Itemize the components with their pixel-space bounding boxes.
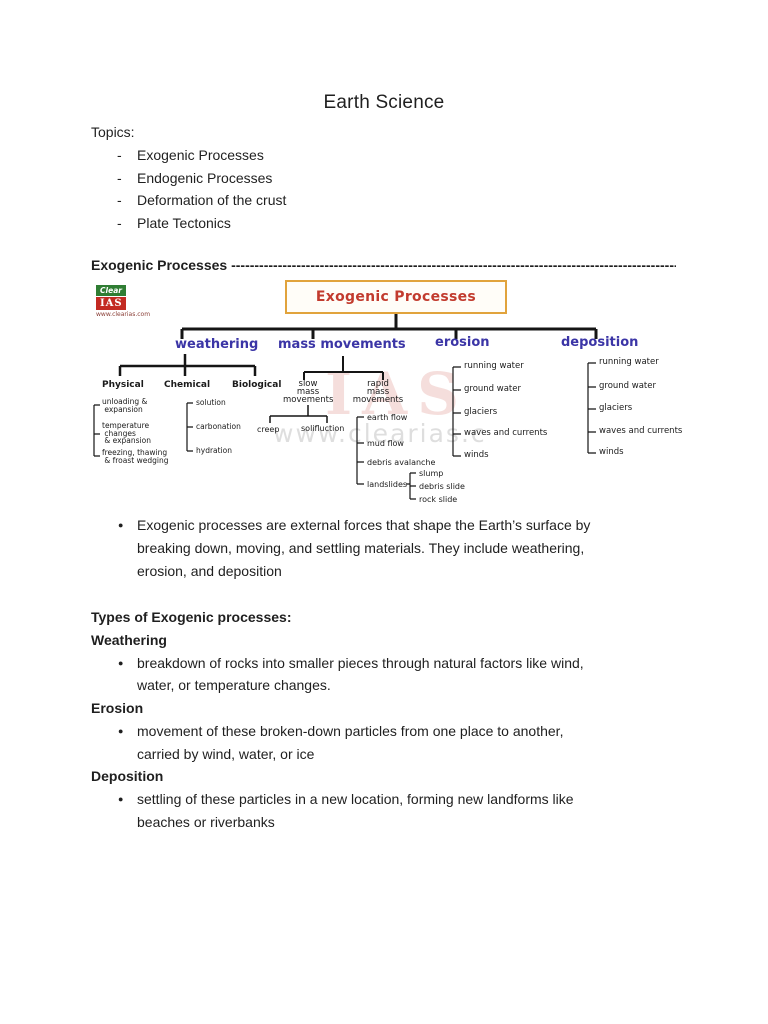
erosion-item: ground water [464, 384, 521, 394]
body-line: settling of these particles in a new loc… [137, 791, 574, 807]
topics-label: Topics: [91, 124, 135, 140]
section-heading-dashes: ----------------------------------------… [231, 257, 676, 273]
watermark-url: www.clearias.c [273, 419, 487, 448]
section-heading: Exogenic Processes ---------------------… [91, 257, 676, 273]
intro-bullet: ● Exogenic processes are external forces… [91, 514, 681, 583]
erosion-bullet: ● movement of these broken-down particle… [91, 720, 681, 766]
category-weathering: weathering [175, 337, 259, 352]
dash-bullet: - [117, 147, 122, 163]
physical-item: unloading & expansion [102, 397, 148, 414]
list-item: - Exogenic Processes [91, 144, 591, 167]
topic-label: Plate Tectonics [137, 214, 231, 231]
body-line: water, or temperature changes. [137, 677, 331, 694]
slow-mass-split-lines [269, 405, 328, 423]
logo-clear-badge: Clear [96, 285, 126, 296]
chemical-item: hydration [196, 446, 232, 455]
dash-bullet: - [117, 169, 122, 186]
bullet-dot: ● [118, 725, 124, 736]
rapid-item: debris avalanche [367, 458, 436, 467]
physical-bracket-lines [93, 404, 100, 457]
term-weathering: Weathering [91, 631, 167, 648]
category-deposition: deposition [561, 335, 639, 350]
landslides-item: rock slide [419, 495, 458, 504]
topics-list: - Exogenic Processes - Endogenic Process… [91, 144, 591, 234]
topic-label: Exogenic Processes [137, 147, 264, 163]
list-item: - Plate Tectonics [91, 212, 591, 235]
erosion-item: waves and currents [464, 428, 548, 438]
deposition-item: running water [599, 357, 659, 367]
topic-label: Endogenic Processes [137, 169, 273, 186]
page-title: Earth Science [323, 92, 445, 113]
deposition-bracket-lines [587, 362, 596, 454]
mass-movements-split-lines [303, 356, 384, 380]
diagram-connector-lines [93, 314, 598, 500]
deposition-item: ground water [599, 381, 656, 391]
clearias-logo: Clear IAS www.clearias.com [96, 278, 156, 318]
term-erosion: Erosion [91, 700, 144, 716]
list-item: - Endogenic Processes [91, 167, 591, 190]
logo-ias-badge: IAS [96, 297, 126, 310]
physical-item: temperature changes & expansion [102, 421, 151, 445]
body-line: beaches or riverbanks [137, 813, 275, 830]
rapid-item: landslides [367, 480, 408, 489]
weathering-bullet: ● breakdown of rocks into smaller pieces… [91, 652, 681, 698]
types-heading: Types of Exogenic processes: [91, 609, 292, 625]
body-line: movement of these broken-down particles … [137, 722, 564, 739]
rapid-item: earth flow [367, 413, 408, 422]
dash-bullet: - [117, 192, 122, 208]
weathering-tree-lines [118, 354, 257, 376]
landslides-item: debris slide [419, 482, 465, 491]
bullet-dot: ● [118, 794, 124, 804]
erosion-item: winds [464, 450, 489, 460]
types-section: Types of Exogenic processes: Weathering … [91, 606, 681, 834]
landslides-bracket-lines [406, 472, 416, 500]
exogenic-processes-diagram: IAS www.clearias.c Clear IAS www.clearia… [90, 278, 690, 510]
intro-line: breaking down, moving, and settling mate… [137, 540, 585, 556]
deposition-item: glaciers [599, 403, 633, 413]
chemical-item: solution [196, 398, 226, 407]
slow-item-solifluction: solifluction [301, 424, 345, 433]
landslides-item: slump [419, 469, 444, 478]
intro-line: Exogenic processes are external forces t… [137, 517, 591, 533]
intro-line: erosion, and deposition [137, 563, 282, 579]
slow-item-creep: creep [257, 425, 280, 434]
bullet-dot: ● [118, 657, 124, 668]
chemical-item: carbonation [196, 422, 241, 431]
list-item: - Deformation of the crust [91, 189, 591, 212]
bullet-dot: ● [118, 520, 124, 530]
deposition-bullet: ● settling of these particles in a new l… [91, 788, 681, 834]
root-tree-lines [180, 314, 598, 339]
node-slow-mass-movements: slow mass movements [283, 379, 334, 405]
section-heading-text: Exogenic Processes [91, 257, 232, 273]
rapid-item: mud flow [367, 439, 404, 448]
term-deposition: Deposition [91, 768, 164, 785]
node-rapid-mass-movements: rapid mass movements [352, 379, 404, 405]
diagram-root-node: Exogenic Processes [285, 280, 507, 314]
chemical-bracket-lines [186, 402, 193, 452]
erosion-bracket-lines [452, 366, 461, 457]
erosion-item: running water [464, 361, 524, 371]
node-biological: Biological [232, 380, 282, 390]
deposition-item: waves and currents [599, 426, 683, 436]
logo-url: www.clearias.com [96, 311, 151, 318]
category-mass-movements: mass movements [278, 337, 406, 352]
category-erosion: erosion [435, 335, 490, 350]
node-chemical: Chemical [164, 380, 211, 390]
body-line: breakdown of rocks into smaller pieces t… [137, 654, 584, 671]
rapid-bracket-lines [356, 416, 364, 485]
topic-label: Deformation of the crust [137, 192, 287, 208]
node-physical: Physical [102, 380, 144, 390]
dash-bullet: - [117, 214, 122, 231]
deposition-item: winds [599, 447, 624, 457]
intro-section: ● Exogenic processes are external forces… [91, 514, 681, 583]
physical-item: freezing, thawing & froast wedging [102, 448, 169, 465]
erosion-item: glaciers [464, 407, 498, 417]
body-line: carried by wind, water, or ice [137, 745, 315, 762]
